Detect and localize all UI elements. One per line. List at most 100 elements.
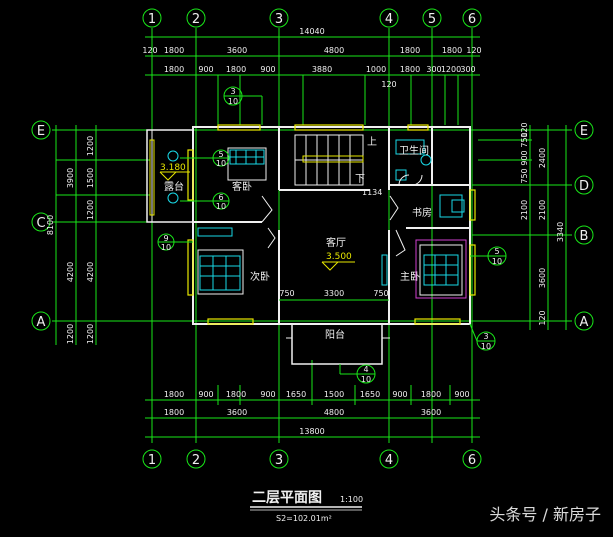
- windows: [149, 124, 476, 325]
- dim-living-left: 750: [279, 289, 294, 298]
- dim-bottom-row2: 3600: [421, 408, 441, 417]
- right-dimensions: 120 750 900 750 2100 2400 2100 3340 3600…: [478, 122, 567, 330]
- watermark: 头条号 / 新房子: [489, 505, 601, 524]
- dim-top-row1: 1800: [164, 46, 184, 55]
- callout-den: 10: [216, 202, 226, 211]
- bottom-axis-markers: 1 2 3 4 6: [142, 449, 482, 469]
- dim-right-outer: 3600: [538, 268, 547, 288]
- callout-num: 4: [363, 365, 368, 374]
- axis-label-side: B: [580, 229, 589, 244]
- dim-left-outer: 8100: [46, 215, 55, 235]
- axis-label-side: E: [580, 124, 588, 139]
- dim-top-row2: 1800: [164, 65, 184, 74]
- axis-label-bottom: 3: [275, 453, 283, 468]
- dim-top-row2: 1800: [226, 65, 246, 74]
- dim-bottom-row2: 3600: [227, 408, 247, 417]
- furniture: [167, 139, 467, 299]
- dim-left-inner: 1500: [86, 168, 95, 188]
- room-labels: 卫生间 客卧 露台 书房 客厅 次卧 主卧 阳台: [164, 144, 432, 341]
- drawing-title: 二层平面图 1:100 S2=102.01m²: [250, 490, 363, 523]
- staircase: 上 下 1134: [294, 134, 382, 197]
- dim-right-inner: 750: [520, 168, 529, 183]
- axis-label-top: 2: [192, 12, 200, 27]
- dim-bottom-row1: 900: [260, 390, 275, 399]
- axis-label-side: A: [580, 315, 589, 330]
- dim-right-inner: 120: [520, 122, 529, 137]
- callout-num: 5: [218, 150, 223, 159]
- level-terrace: 3.180: [160, 163, 186, 173]
- dim-right-inner: 900: [520, 150, 529, 165]
- dim-bottom-row1: 900: [454, 390, 469, 399]
- dim-top-row2: 900: [198, 65, 213, 74]
- axis-label-top: 3: [275, 12, 283, 27]
- dim-top-row2: 300: [426, 65, 441, 74]
- title-scale: 1:100: [340, 495, 363, 504]
- stair-width-label: 1134: [362, 188, 382, 197]
- room-label-bathroom: 卫生间: [399, 144, 429, 157]
- dim-top-small: 120: [381, 80, 396, 89]
- dim-bottom-row1: 900: [392, 390, 407, 399]
- dim-bottom-row1: 1650: [286, 390, 306, 399]
- dim-top-total: 14040: [299, 27, 324, 36]
- dim-top-row1: 120: [142, 46, 157, 55]
- callout-num: 9: [163, 234, 168, 243]
- axis-label-bottom: 2: [192, 453, 200, 468]
- axis-label-bottom: 1: [148, 453, 156, 468]
- axis-label-side: C: [36, 216, 45, 231]
- axis-label-side: D: [579, 179, 589, 194]
- callout-den: 10: [228, 97, 238, 106]
- room-label-second-bedroom: 次卧: [250, 270, 270, 283]
- room-label-study: 书房: [412, 206, 432, 219]
- dim-right-outer: 3340: [556, 222, 565, 242]
- dim-right-inner: 750: [520, 132, 529, 147]
- dim-bottom-row1: 1500: [324, 390, 344, 399]
- axis-label-top: 6: [468, 12, 476, 27]
- dim-living-right: 750: [373, 289, 388, 298]
- side-axis-markers: E C A E D B A: [31, 120, 594, 331]
- left-dimensions: 3900 8100 4200 1200 1200 1500 1200 4200 …: [46, 125, 150, 345]
- callout-den: 10: [161, 243, 171, 252]
- callout-den: 10: [492, 257, 502, 266]
- dim-top-row1: 1800: [442, 46, 462, 55]
- top-axis-markers: 1 2 3 4 5 6: [142, 8, 482, 28]
- dim-top-row2: 1000: [366, 65, 386, 74]
- title-area: S2=102.01m²: [276, 514, 332, 523]
- dim-bottom-row1: 1650: [360, 390, 380, 399]
- room-label-guest-bedroom: 客卧: [232, 180, 252, 193]
- dim-top-row1: 3600: [227, 46, 247, 55]
- dim-top-row1: 4800: [324, 46, 344, 55]
- dim-left-inner: 4200: [86, 262, 95, 282]
- top-dimensions: 14040 120 1800 3600 4800 1800 1800 120 1…: [142, 27, 482, 125]
- room-label-living: 客厅: [326, 236, 346, 249]
- stair-down-label: 下: [355, 174, 365, 185]
- dim-top-row2: 1800: [400, 65, 420, 74]
- axis-label-top: 1: [148, 12, 156, 27]
- title-main: 二层平面图: [252, 490, 322, 506]
- room-label-balcony-left: 露台: [164, 180, 184, 193]
- dim-right-outer: 2400: [538, 148, 547, 168]
- doors: [261, 174, 423, 257]
- level-marks: 3.500 3.180: [159, 163, 355, 271]
- dim-left-outer: 3900: [66, 168, 75, 188]
- dim-top-row2: 1200: [441, 65, 461, 74]
- section-callouts: 3 10 5 10 6 10 9 10 5 10 3 10 4 10: [157, 86, 507, 384]
- callout-num: 5: [494, 247, 499, 256]
- axis-label-top: 4: [385, 12, 393, 27]
- axis-label-side: A: [37, 315, 46, 330]
- bottom-dimensions: 1800 900 1800 900 1650 1500 1650 900 180…: [145, 360, 480, 438]
- axis-label-top: 5: [428, 12, 436, 27]
- living-room-dims: 750 3300 750: [279, 289, 389, 301]
- dim-bottom-total: 13800: [299, 427, 324, 436]
- callout-den: 10: [361, 375, 371, 384]
- dim-top-row1: 1800: [400, 46, 420, 55]
- dim-bottom-row1: 1800: [421, 390, 441, 399]
- dim-top-row1: 120: [466, 46, 481, 55]
- dim-living-mid: 3300: [324, 289, 344, 298]
- dim-right-mid: 2100: [538, 200, 547, 220]
- room-label-balcony-front: 阳台: [325, 328, 345, 341]
- dim-bottom-row1: 900: [198, 390, 213, 399]
- stair-up-label: 上: [367, 136, 377, 148]
- level-living: 3.500: [326, 252, 352, 262]
